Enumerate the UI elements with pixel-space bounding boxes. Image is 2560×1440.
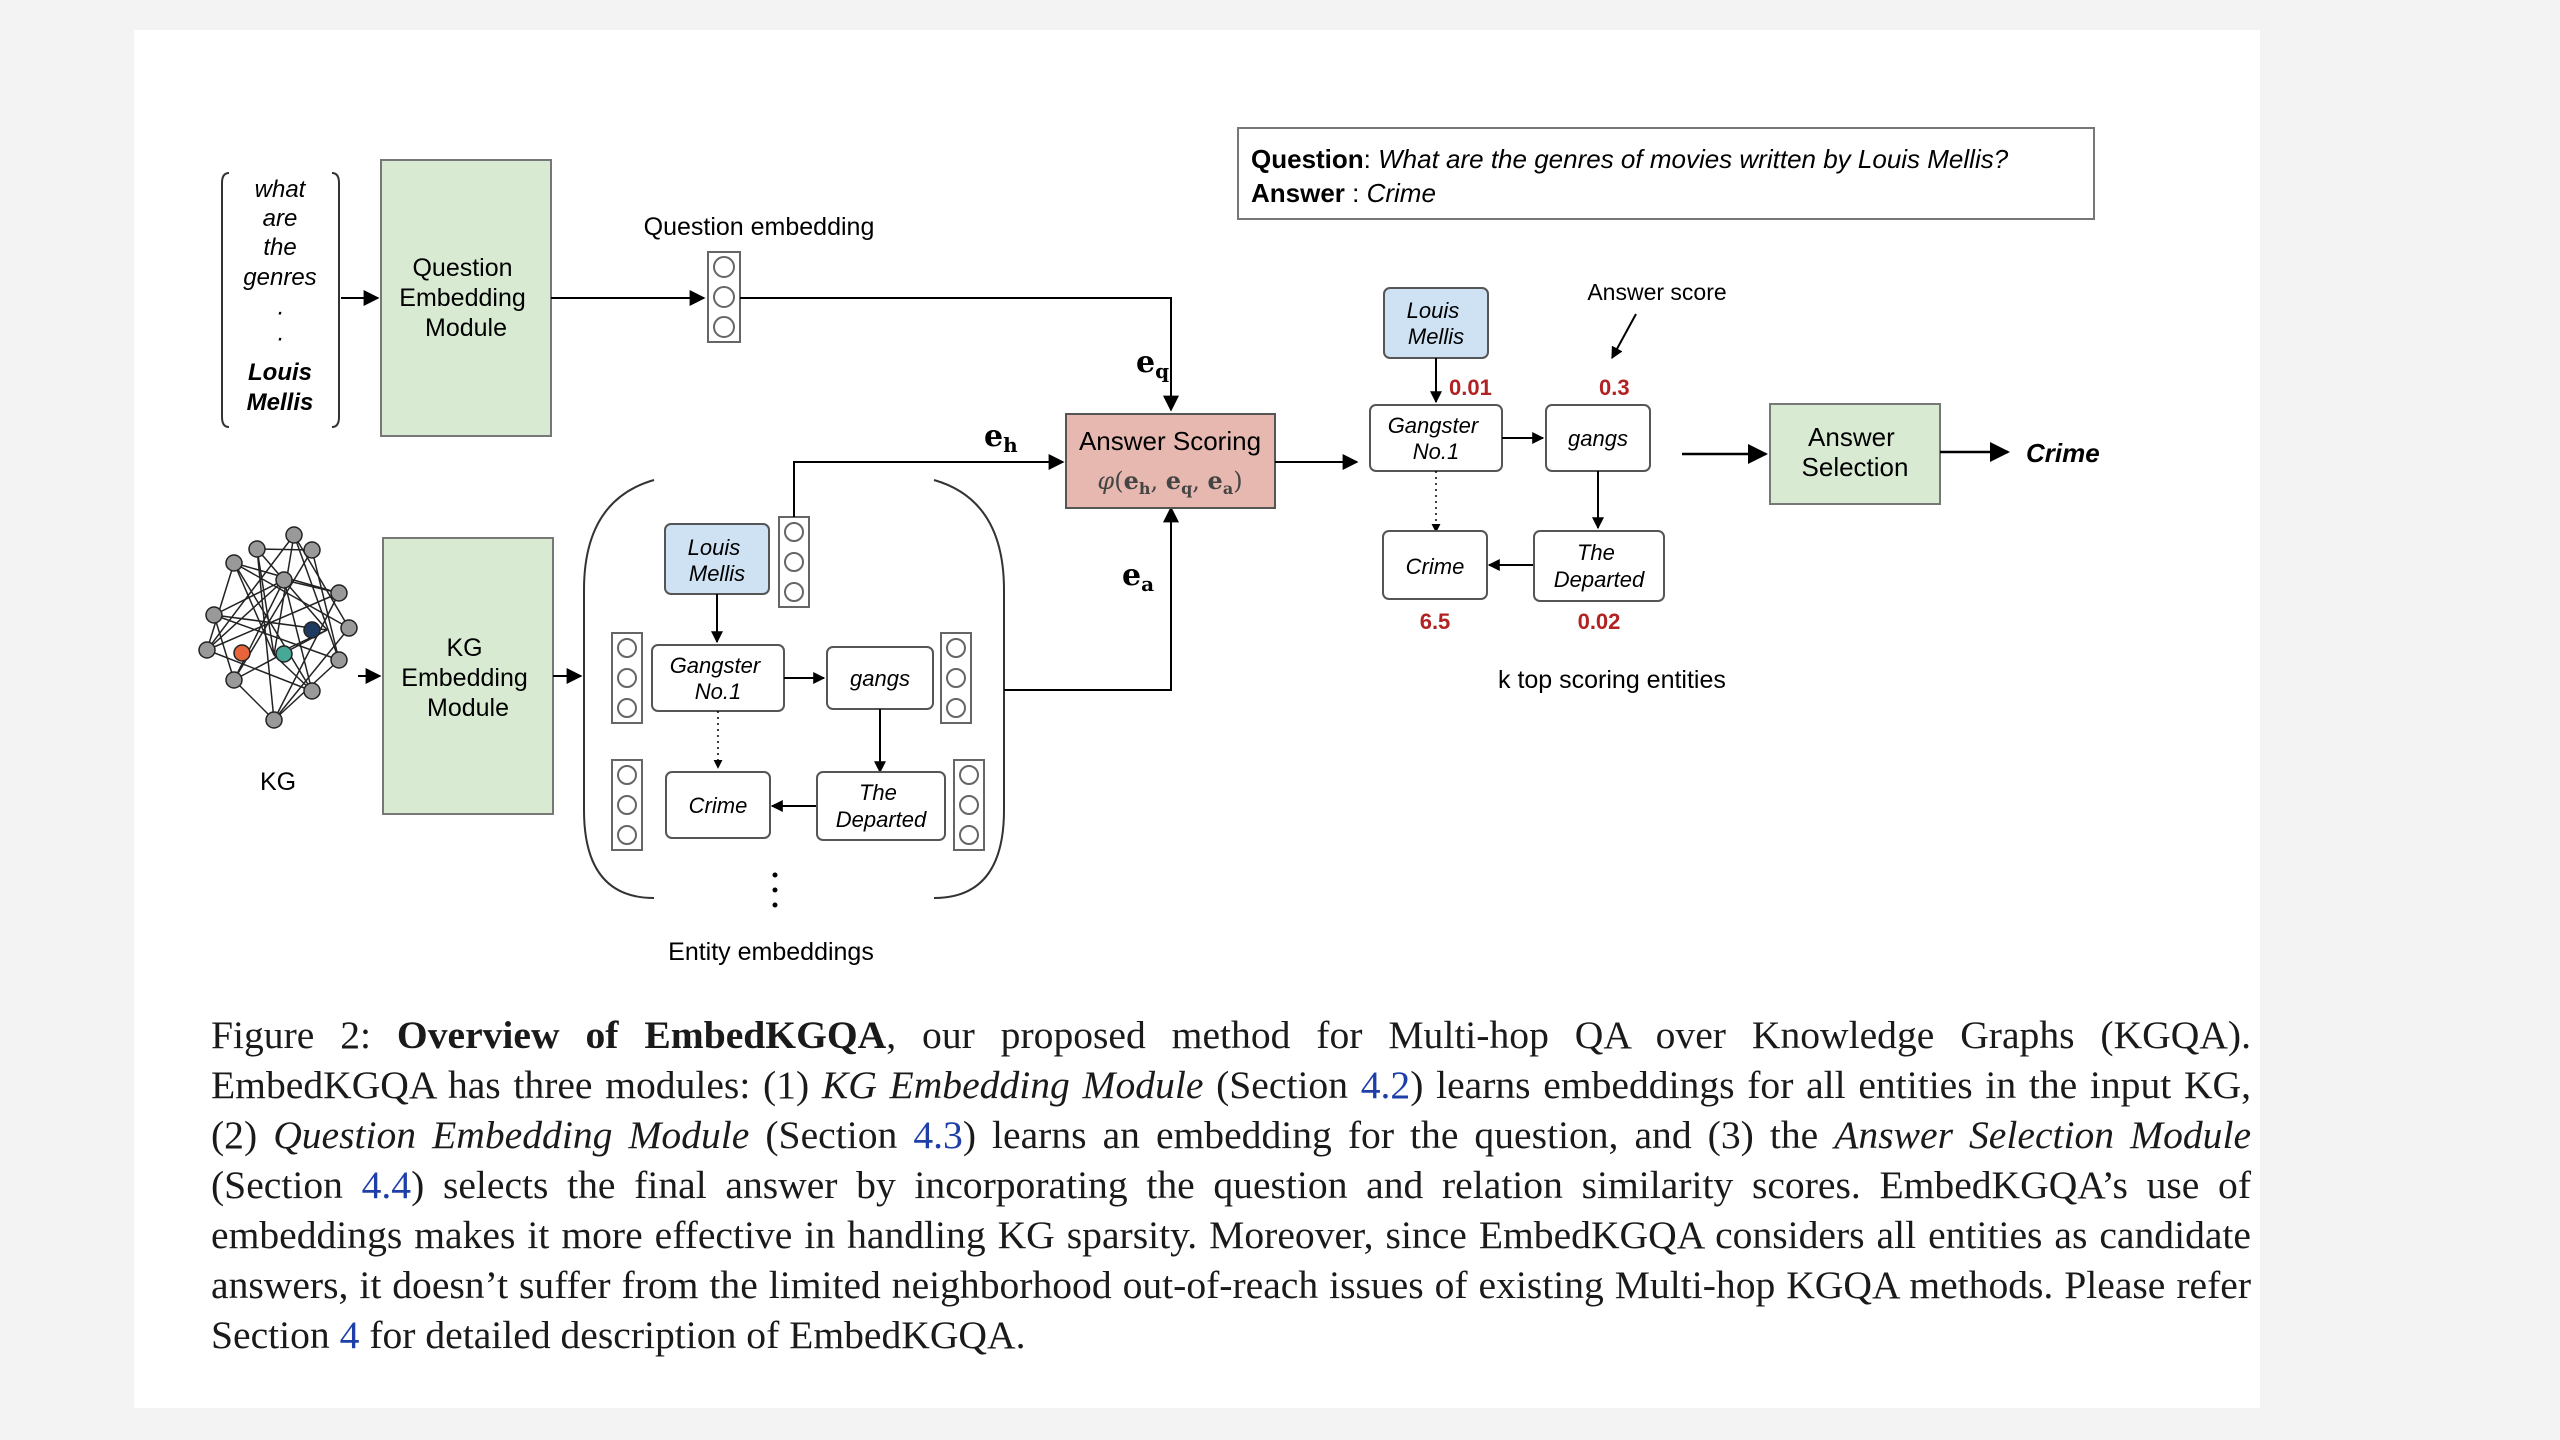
- paper-page: what are the genres · · Louis Mellis Que…: [134, 30, 2260, 1408]
- caption-text: (Section: [1203, 1063, 1361, 1107]
- answer-scoring-formula: φ(eh, eq, ea): [1097, 466, 1242, 498]
- caption-text: ) learns embeddings for all entities in …: [211, 1063, 2252, 1157]
- question-word-bold: Louis: [248, 359, 312, 386]
- caption-text: ) learns an embedding for the question, …: [962, 1113, 1835, 1157]
- k-top-label: k top scoring entities: [1498, 666, 1726, 694]
- qem-label: Module: [425, 314, 507, 342]
- question-words: what are the genres · · Louis Mellis: [221, 172, 340, 428]
- question-word: genres: [243, 264, 316, 291]
- kgem-label: Module: [427, 694, 509, 722]
- caption-italic: KG Embedding Module: [821, 1063, 1204, 1107]
- section-link[interactable]: 4.3: [913, 1113, 963, 1157]
- embedding-vector: [611, 759, 643, 851]
- ellipsis-dots: [772, 872, 778, 908]
- caption-bold: Overview of EmbedKGQA: [396, 1013, 887, 1057]
- caption-text: (Section: [211, 1163, 362, 1207]
- question-word-bold: Mellis: [247, 389, 314, 416]
- entity-node-gangster-right: Gangster No.1: [1369, 404, 1503, 472]
- embedding-vector: [611, 632, 643, 724]
- entity-node-departed-left: The Departed: [816, 771, 946, 841]
- question-word: ·: [276, 325, 284, 352]
- svg-text:KG Embedding Modul: KG Embedding Module: [401, 634, 534, 722]
- eq-label: eq: [1136, 345, 1169, 383]
- caption-text: (Section: [749, 1113, 914, 1157]
- caption-italic: An­swer Selection Module: [1834, 1113, 2252, 1157]
- eh-label: eh: [984, 419, 1018, 457]
- svg-text:Answer Scoring: Answer Scoring: [1079, 426, 1261, 456]
- caption-text: , our proposed method for Multi-hop QA o…: [211, 1013, 2251, 1107]
- entity-node-louis-left: Louis Mellis: [664, 523, 770, 595]
- score-crime: 6.5: [1420, 609, 1451, 634]
- score-departed: 0.02: [1578, 609, 1621, 634]
- kgem-label: Embedding: [401, 664, 527, 692]
- answer-scoring-box: Answer Scoring φ(eh, eq, ea): [1065, 413, 1276, 509]
- figure-2-diagram: what are the genres · · Louis Mellis Que…: [198, 127, 2100, 966]
- entity-node-crime-right: Crime: [1382, 530, 1488, 600]
- svg-text:Answer : Crime: Answer : Crime: [1251, 178, 1436, 208]
- question-embedding-module: Question Embedding Module: [380, 159, 552, 437]
- svg-text:Louis Mellis: Louis Mellis: [1407, 298, 1466, 349]
- section-link[interactable]: 4: [339, 1313, 360, 1357]
- entity-embeddings-bracket: [583, 479, 1005, 899]
- final-answer: Crime: [2026, 438, 2100, 468]
- svg-text:Crime: Crime: [1406, 554, 1465, 579]
- entity-node-departed-right: The Departed: [1533, 530, 1665, 602]
- score-gangs: 0.3: [1599, 375, 1630, 400]
- svg-text:gangs: gangs: [850, 666, 910, 691]
- question-word: ·: [276, 299, 284, 326]
- svg-text:Gangster No.1: Gangster No.1: [1388, 413, 1485, 464]
- section-link[interactable]: 4.4: [361, 1163, 412, 1207]
- embedding-vector: [953, 759, 985, 851]
- entity-node-gangs-left: gangs: [826, 646, 934, 710]
- question-word: are: [263, 205, 298, 232]
- qa-example-box: Question: What are the genres of movies …: [1237, 127, 2095, 220]
- entity-node-gangs-right: gangs: [1545, 404, 1651, 472]
- svg-text:The Departed: The Departed: [836, 780, 927, 832]
- kg-embedding-module: KG Embedding Module: [382, 537, 554, 815]
- caption-italic: Question Embedding Module: [273, 1113, 750, 1157]
- entity-embeddings-label: Entity embeddings: [668, 938, 874, 966]
- question-word: what: [255, 176, 307, 203]
- svg-text:Question: What are the genres: Question: What are the genres of movies …: [1251, 144, 2009, 174]
- svg-text:Question Embedding: Question Embedding Module: [399, 254, 532, 342]
- entity-node-louis-right: Louis Mellis: [1383, 287, 1489, 359]
- question-word: the: [263, 234, 296, 261]
- entity-node-gangster-left: Gangster No.1: [651, 644, 785, 712]
- caption-text: Figure 2:: [211, 1013, 397, 1057]
- ea-label: ea: [1122, 558, 1154, 596]
- svg-text:Louis Mellis: Louis Mellis: [688, 535, 747, 586]
- caption-text: for detailed description of EmbedKGQA.: [359, 1313, 1026, 1357]
- embedding-vector: [778, 516, 810, 608]
- kg-graph-icon: [206, 534, 350, 721]
- question-embedding-vector: [707, 251, 741, 343]
- caption-text: ) selects the final answer by incorporat…: [211, 1163, 2251, 1357]
- kg-label: KG: [260, 768, 296, 796]
- embedding-vector: [940, 632, 972, 724]
- qem-label: Question: [412, 254, 512, 282]
- svg-text:Crime: Crime: [689, 793, 748, 818]
- kgem-label: KG: [446, 634, 482, 662]
- answer-score-label: Answer score: [1587, 279, 1726, 305]
- qem-label: Embedding: [399, 284, 525, 312]
- section-link[interactable]: 4.2: [1360, 1063, 1411, 1107]
- svg-text:Gangster No.1: Gangster No.1: [670, 653, 767, 704]
- svg-text:The Departed: The Departed: [1554, 540, 1645, 592]
- kg-graph-nodes: [198, 526, 358, 729]
- entity-node-crime-left: Crime: [665, 771, 771, 839]
- svg-text:Answer Selection: Answer Selection: [1802, 422, 1909, 482]
- svg-text:gangs: gangs: [1568, 426, 1628, 451]
- figure-caption: Figure 2: Overview of EmbedKGQA, our pro…: [211, 1010, 2251, 1360]
- answer-selection-box: Answer Selection: [1769, 403, 1941, 505]
- score-gangster: 0.01: [1449, 375, 1492, 400]
- question-embedding-label: Question embedding: [644, 213, 875, 241]
